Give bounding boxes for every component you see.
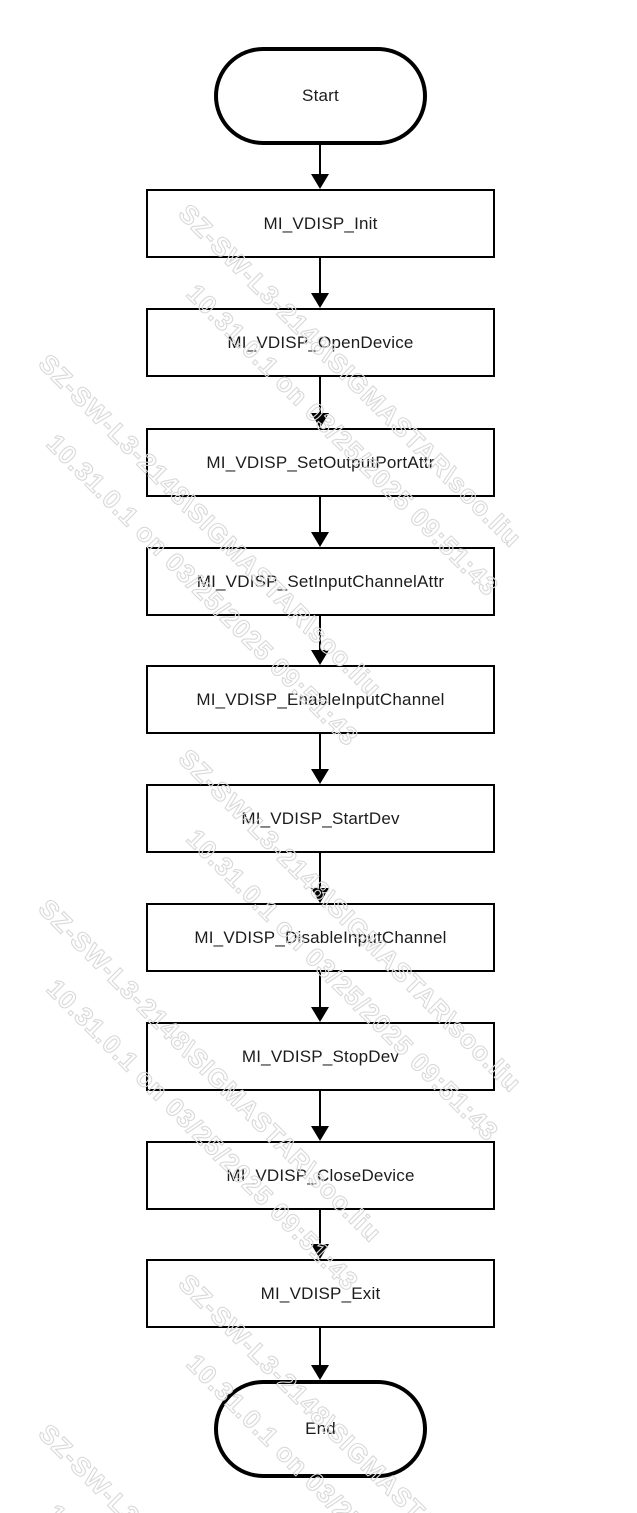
arrow-down-icon: [311, 293, 329, 308]
flow-node-mi-vdisp-setinputchannelattr: MI_VDISP_SetInputChannelAttr: [146, 547, 495, 616]
node-label-mi-vdisp-exit: MI_VDISP_Exit: [260, 1283, 381, 1303]
arrow-shaft: [319, 258, 321, 295]
node-label-mi-vdisp-closedevice: MI_VDISP_CloseDevice: [226, 1165, 415, 1185]
flow-node-mi-vdisp-closedevice: MI_VDISP_CloseDevice: [146, 1141, 495, 1210]
arrow-shaft: [319, 145, 321, 176]
flow-arrow-start-to-init: [310, 145, 330, 189]
flow-arrow-setoutputportattr-to-setinputchannelattr: [310, 497, 330, 547]
arrow-down-icon: [311, 1365, 329, 1380]
arrow-shaft: [319, 1210, 321, 1246]
flow-arrow-disableinputchannel-to-stopdev: [310, 972, 330, 1022]
flow-arrow-init-to-opendevice: [310, 258, 330, 308]
arrow-down-icon: [311, 1007, 329, 1022]
flow-arrow-opendevice-to-setoutputportattr: [310, 377, 330, 428]
node-label-mi-vdisp-disableinputchannel: MI_VDISP_DisableInputChannel: [194, 927, 447, 947]
flow-arrow-startdev-to-disableinputchannel: [310, 853, 330, 903]
arrow-shaft: [319, 972, 321, 1009]
arrow-down-icon: [311, 888, 329, 903]
arrow-down-icon: [311, 769, 329, 784]
arrow-shaft: [319, 1091, 321, 1128]
flow-node-mi-vdisp-enableinputchannel: MI_VDISP_EnableInputChannel: [146, 665, 495, 734]
arrow-down-icon: [311, 1244, 329, 1259]
node-label-mi-vdisp-stopdev: MI_VDISP_StopDev: [241, 1046, 400, 1066]
node-label-mi-vdisp-startdev: MI_VDISP_StartDev: [241, 808, 400, 828]
arrow-down-icon: [311, 532, 329, 547]
arrow-shaft: [319, 1328, 321, 1367]
arrow-shaft: [319, 853, 321, 890]
arrow-shaft: [319, 734, 321, 771]
flow-node-mi-vdisp-stopdev: MI_VDISP_StopDev: [146, 1022, 495, 1091]
node-label-mi-vdisp-setoutputportattr: MI_VDISP_SetOutputPortAttr: [206, 452, 435, 472]
arrow-down-icon: [311, 174, 329, 189]
node-label-start: Start: [302, 86, 339, 105]
flow-node-mi-vdisp-setoutputportattr: MI_VDISP_SetOutputPortAttr: [146, 428, 495, 497]
flow-arrow-exit-to-end: [310, 1328, 330, 1380]
flow-arrow-stopdev-to-closedevice: [310, 1091, 330, 1141]
arrow-shaft: [319, 497, 321, 534]
watermark-text: 10.31.0.1 on 03/25/2025 09:51:43: [41, 1498, 365, 1513]
flow-node-mi-vdisp-exit: MI_VDISP_Exit: [146, 1259, 495, 1328]
flow-node-end: End: [214, 1380, 427, 1478]
flow-arrow-enableinputchannel-to-startdev: [310, 734, 330, 784]
arrow-down-icon: [311, 413, 329, 428]
arrow-down-icon: [311, 650, 329, 665]
watermark-text: 10.31.0.1 on 03/25/2025 09:51:43: [181, 823, 505, 1147]
flow-node-mi-vdisp-init: MI_VDISP_Init: [146, 189, 495, 258]
arrow-down-icon: [311, 1126, 329, 1141]
flow-node-start: Start: [214, 47, 427, 145]
watermark-text: SZ-SW-L3-2148\SIGMASTAR\soo.liu: [33, 348, 388, 703]
flow-node-mi-vdisp-disableinputchannel: MI_VDISP_DisableInputChannel: [146, 903, 495, 972]
flow-arrow-setinputchannelattr-to-enableinputchannel: [310, 616, 330, 665]
node-label-mi-vdisp-init: MI_VDISP_Init: [263, 213, 378, 233]
node-label-end: End: [305, 1419, 336, 1438]
node-label-mi-vdisp-setinputchannelattr: MI_VDISP_SetInputChannelAttr: [196, 571, 445, 591]
flow-node-mi-vdisp-startdev: MI_VDISP_StartDev: [146, 784, 495, 853]
node-label-mi-vdisp-enableinputchannel: MI_VDISP_EnableInputChannel: [196, 689, 445, 709]
node-label-mi-vdisp-opendevice: MI_VDISP_OpenDevice: [227, 332, 414, 352]
arrow-shaft: [319, 616, 321, 652]
flow-node-mi-vdisp-opendevice: MI_VDISP_OpenDevice: [146, 308, 495, 377]
arrow-shaft: [319, 377, 321, 415]
flow-arrow-closedevice-to-exit: [310, 1210, 330, 1259]
